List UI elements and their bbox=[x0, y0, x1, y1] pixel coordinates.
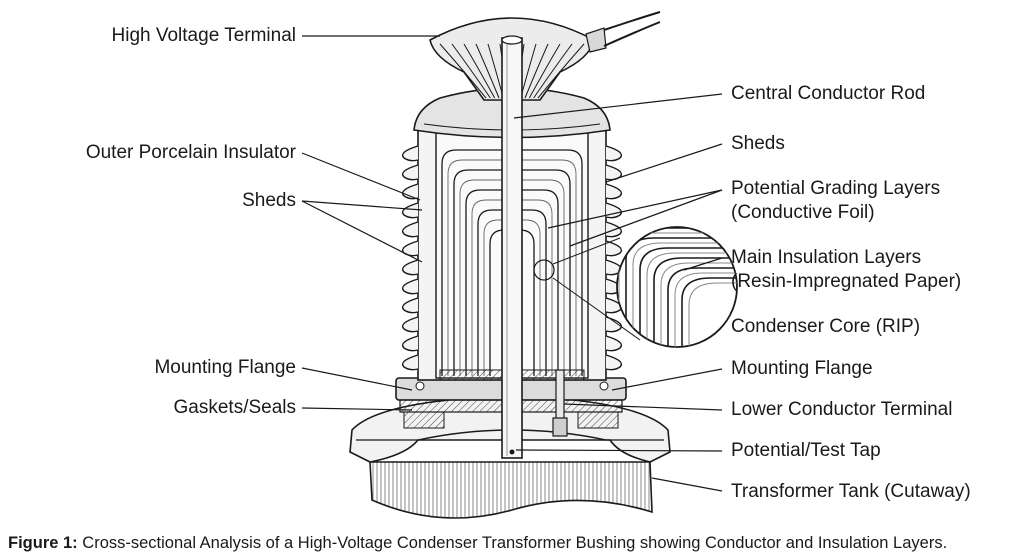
shed-right bbox=[605, 240, 623, 257]
figure-caption: Figure 1: Cross-sectional Analysis of a … bbox=[8, 532, 1020, 554]
shed-left bbox=[401, 335, 419, 352]
shed-left bbox=[401, 145, 419, 162]
shed-left bbox=[401, 221, 419, 238]
shed-right bbox=[605, 183, 623, 200]
label-high-voltage-terminal: High Voltage Terminal bbox=[111, 25, 296, 46]
shed-left bbox=[401, 297, 419, 314]
caption-prefix: Figure 1: bbox=[8, 534, 78, 552]
caption-text: Cross-sectional Analysis of a High-Volta… bbox=[82, 534, 948, 552]
label-sheds-left: Sheds bbox=[242, 190, 296, 211]
shed-right bbox=[605, 145, 623, 162]
label-outer-porcelain-insulator: Outer Porcelain Insulator bbox=[85, 142, 296, 163]
label-potential-grading-layers: Potential Grading Layers bbox=[731, 178, 941, 199]
shed-right bbox=[605, 297, 623, 314]
magnified-detail bbox=[533, 226, 738, 348]
label-conductive-foil: (Conductive Foil) bbox=[731, 202, 875, 223]
label-main-insulation-layers: Main Insulation Layers bbox=[731, 247, 922, 268]
hv-terminal bbox=[429, 11, 661, 101]
leader-lines bbox=[301, 35, 723, 492]
label-mounting-flange-left: Mounting Flange bbox=[154, 357, 296, 378]
shed-right bbox=[605, 354, 623, 371]
label-gaskets-seals: Gaskets/Seals bbox=[173, 397, 297, 418]
label-mounting-flange-right: Mounting Flange bbox=[731, 358, 873, 379]
label-transformer-tank: Transformer Tank (Cutaway) bbox=[731, 481, 971, 502]
shed-right bbox=[605, 202, 623, 219]
test-tap bbox=[552, 369, 568, 437]
label-potential-test-tap: Potential/Test Tap bbox=[731, 440, 881, 461]
shed-left bbox=[401, 278, 419, 295]
label-resin-impregnated-paper: (Resin-Impregnated Paper) bbox=[731, 271, 962, 292]
shed-left bbox=[401, 354, 419, 371]
shed-left bbox=[401, 164, 419, 181]
shed-right bbox=[605, 316, 623, 333]
shed-left bbox=[401, 202, 419, 219]
central-conductor-rod bbox=[501, 35, 523, 459]
label-condenser-core: Condenser Core (RIP) bbox=[731, 316, 921, 337]
label-central-conductor-rod: Central Conductor Rod bbox=[731, 83, 926, 104]
shed-left bbox=[401, 316, 419, 333]
shed-left bbox=[401, 259, 419, 276]
label-lower-conductor-terminal: Lower Conductor Terminal bbox=[731, 399, 953, 420]
shed-right bbox=[605, 335, 623, 352]
label-sheds-right: Sheds bbox=[731, 133, 785, 154]
